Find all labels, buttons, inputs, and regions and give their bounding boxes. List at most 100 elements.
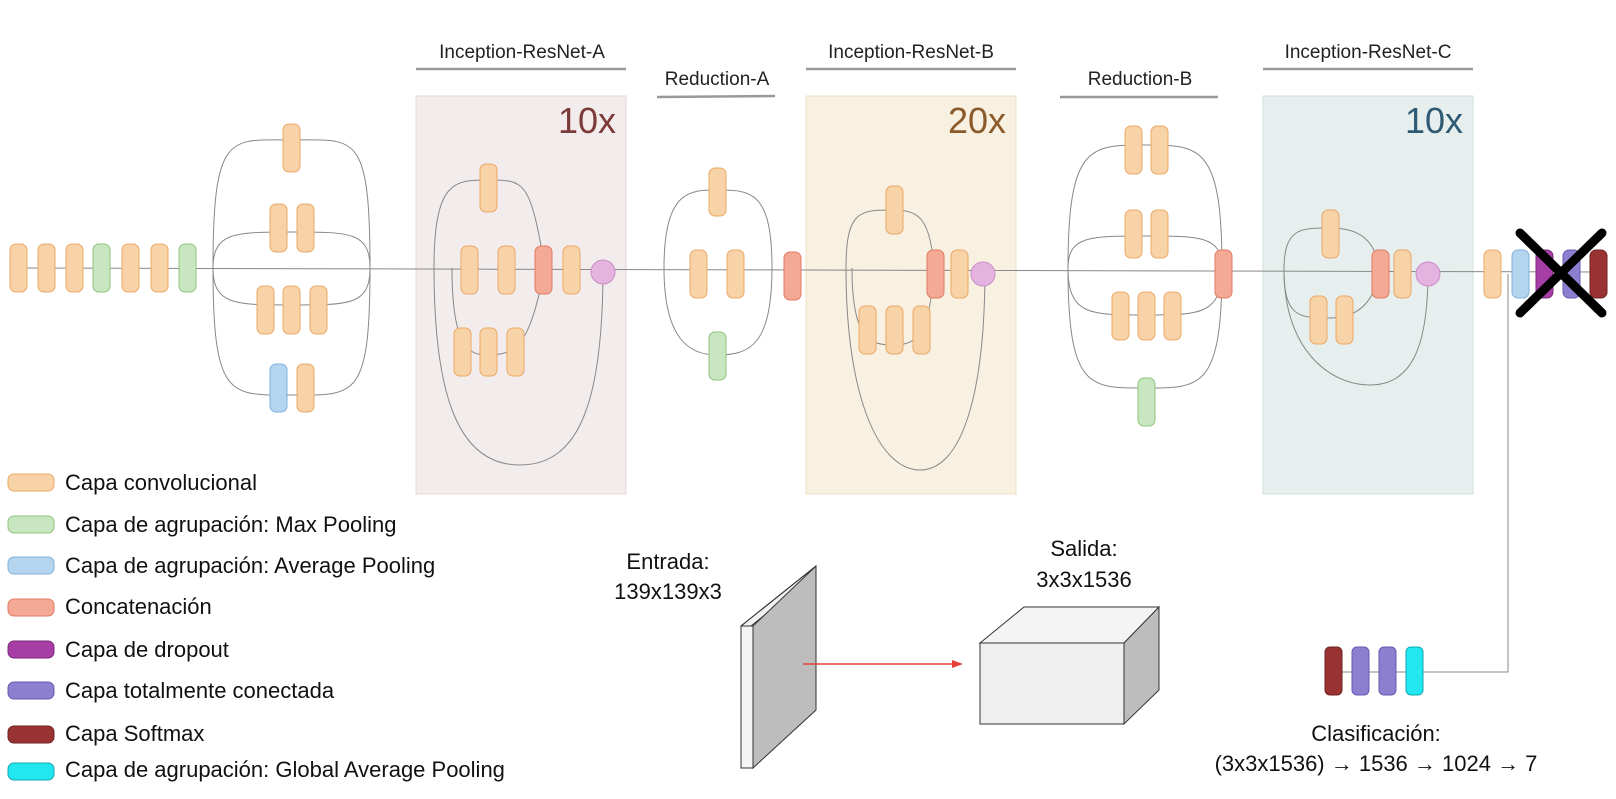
a-conv — [506, 327, 525, 377]
b-conv — [950, 249, 969, 299]
c-conv — [1321, 209, 1340, 259]
stem-branch-conv — [296, 203, 315, 253]
rb-concat — [1214, 249, 1233, 299]
b-conv — [885, 305, 904, 355]
panel-inception-resnet-a — [415, 95, 627, 495]
legend-label-gap: Capa de agrupación: Global Average Pooli… — [65, 757, 505, 782]
rb-conv — [1137, 291, 1156, 341]
stem-branch-conv — [296, 363, 315, 413]
head-conv — [1483, 249, 1502, 299]
b-add-node — [970, 261, 996, 287]
legend-label-maxpool: Capa de agrupación: Max Pooling — [65, 512, 396, 537]
rb-conv — [1163, 291, 1182, 341]
legend-label-avgpool: Capa de agrupación: Average Pooling — [65, 553, 435, 578]
legend-swatch-concat — [7, 598, 55, 617]
title-reduction-a: Reduction-A — [665, 69, 770, 90]
stem-module — [9, 123, 328, 413]
inception-resnet-a-module — [453, 163, 616, 377]
legend-swatch-fc — [7, 681, 55, 700]
crossed-out-icon — [1515, 228, 1607, 318]
stem-branch-conv — [269, 203, 288, 253]
panel-inception-resnet-b — [805, 95, 1017, 495]
stem-branch-conv — [256, 285, 275, 335]
input-slab-edge — [740, 565, 817, 627]
stem-branch-avgpool — [269, 363, 288, 413]
ra-maxpool — [708, 331, 727, 381]
stem-conv-2 — [37, 243, 56, 293]
legend-swatch-avgpool — [7, 556, 55, 575]
b-concat — [926, 249, 945, 299]
stem-conv-1 — [9, 243, 28, 293]
legend-swatch-maxpool — [7, 515, 55, 534]
ra-conv — [726, 249, 745, 299]
c-conv — [1309, 295, 1328, 345]
cls-gap — [1405, 646, 1424, 696]
a-conv — [497, 245, 516, 295]
ra-concat — [783, 251, 802, 301]
flow-arrow-head — [952, 660, 963, 668]
ra-conv — [708, 167, 727, 217]
legend-label-softmax: Capa Softmax — [65, 721, 204, 746]
cls-fc — [1378, 646, 1397, 696]
cls-softmax — [1324, 646, 1343, 696]
inception-resnet-b-module — [858, 185, 996, 355]
a-add-node — [590, 259, 616, 285]
head-softmax — [1589, 249, 1608, 299]
a-conv — [479, 327, 498, 377]
rb-conv — [1124, 209, 1143, 259]
title-reduction-b: Reduction-B — [1088, 69, 1193, 90]
a-conv — [479, 163, 498, 213]
ra-conv — [689, 249, 708, 299]
stem-maxpool-1 — [92, 243, 111, 293]
legend-label-conv: Capa convolucional — [65, 470, 257, 495]
classification-formula: (3x3x1536) → 1536 → 1024 → 7 — [1215, 751, 1538, 776]
b-conv — [858, 305, 877, 355]
stem-conv-5 — [150, 243, 169, 293]
c-add-node — [1415, 261, 1441, 287]
legend-swatch-gap — [7, 762, 55, 781]
title-inception-resnet-b: Inception-ResNet-B — [828, 42, 994, 63]
underline-red-a — [656, 94, 776, 99]
stem-conv-3 — [65, 243, 84, 293]
legend-swatch-conv — [7, 473, 55, 492]
title-inception-resnet-a: Inception-ResNet-A — [439, 42, 605, 63]
output-label: Salida: — [1050, 536, 1117, 561]
legend-label-concat: Concatenación — [65, 594, 212, 619]
reduction-b-module — [1111, 125, 1233, 427]
repeat-a: 10x — [558, 100, 616, 141]
original-head — [1483, 228, 1608, 318]
rb-conv — [1124, 125, 1143, 175]
stem-branch-conv — [309, 285, 328, 335]
legend: Capa convolucional Capa de agrupación: M… — [7, 470, 505, 782]
output-box-side — [1123, 605, 1160, 726]
input-slab-side — [752, 564, 817, 770]
repeat-b: 20x — [948, 100, 1006, 141]
c-conv — [1335, 295, 1354, 345]
layer-blocks — [9, 123, 1608, 696]
input-label: Entrada: — [626, 549, 709, 574]
a-conv — [460, 245, 479, 295]
new-classifier — [1324, 646, 1424, 696]
head-avgpool — [1511, 249, 1530, 299]
stem-branch-conv — [282, 285, 301, 335]
c-concat — [1371, 249, 1390, 299]
output-size: 3x3x1536 — [1036, 567, 1131, 592]
title-inception-resnet-c: Inception-ResNet-C — [1285, 42, 1452, 63]
rb-conv — [1111, 291, 1130, 341]
cls-fc — [1351, 646, 1370, 696]
c-conv — [1393, 249, 1412, 299]
output-box-front — [979, 642, 1125, 725]
legend-label-fc: Capa totalmente conectada — [65, 678, 335, 703]
a-concat — [534, 245, 553, 295]
input-size: 139x139x3 — [614, 579, 722, 604]
a-conv — [453, 327, 472, 377]
b-conv — [885, 185, 904, 235]
stem-branch-conv — [282, 123, 301, 173]
input-slab-face — [740, 625, 754, 769]
inception-resnet-c-module — [1309, 209, 1441, 345]
rb-maxpool — [1137, 377, 1156, 427]
b-conv — [912, 305, 931, 355]
input-output-illustration: Entrada: 139x139x3 Salida: 3x3x1536 — [614, 536, 1161, 770]
